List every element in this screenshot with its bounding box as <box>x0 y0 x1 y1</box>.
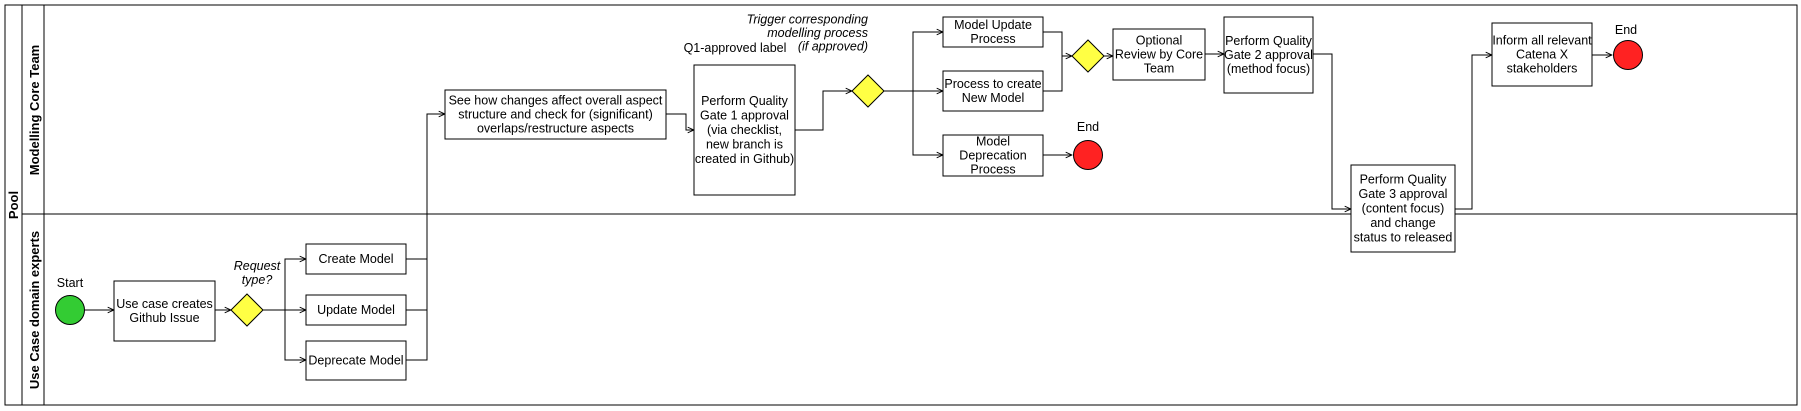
task-see-changes-box <box>444 89 667 140</box>
task-create-model-box <box>305 243 407 275</box>
task-model-update-process-box <box>942 16 1044 48</box>
edge-qg3-to-inform <box>1455 55 1492 210</box>
gateway-merge <box>1071 39 1105 73</box>
task-deprecation-process-box <box>942 134 1044 177</box>
end-event-final-label: End <box>1615 23 1637 37</box>
lane-label-use-case-domain-experts: Use Case domain experts <box>27 231 42 389</box>
edge-deprecate-to-see <box>406 259 428 361</box>
start-event <box>55 295 85 325</box>
task-update-model-label: Update Model <box>317 303 395 317</box>
task-optional-review-box <box>1112 28 1206 81</box>
task-update-model-box <box>305 294 407 326</box>
tasks <box>113 16 1593 381</box>
task-create-model-label: Create Model <box>318 252 393 266</box>
task-deprecate-model-box <box>305 340 407 381</box>
annotation-q1-label: Q1-approved label <box>684 41 787 55</box>
task-qg3-box <box>1350 164 1456 253</box>
events: Start End End <box>55 23 1643 325</box>
edge-new-model-process-to-gateway <box>1043 56 1063 92</box>
end-event-final <box>1613 40 1643 70</box>
edge-qg1-to-gateway <box>795 91 852 131</box>
end-event-deprecation-label: End <box>1077 120 1099 134</box>
task-inform-box <box>1491 22 1593 87</box>
edges <box>85 32 1612 360</box>
edge-gateway-to-deprecation-process <box>884 90 943 155</box>
task-deprecate-model-label: Deprecate Model <box>308 354 403 368</box>
end-event-deprecation <box>1073 140 1103 170</box>
edge-see-to-qg1 <box>666 113 694 130</box>
task-qg2-box <box>1223 16 1314 94</box>
start-event-label: Start <box>57 276 84 290</box>
pool-label: Pool <box>6 191 21 219</box>
edge-gateway-to-deprecate <box>263 309 306 360</box>
edge-create-to-see <box>406 114 445 260</box>
gateway-request-type <box>230 293 264 327</box>
edge-qg2-to-qg3 <box>1313 53 1351 209</box>
gateway-approval <box>851 74 885 108</box>
edge-update-process-to-gateway <box>1043 31 1072 56</box>
gateways <box>230 39 1105 327</box>
task-new-model-process-box <box>942 70 1044 112</box>
lane-label-modelling-core-team: Modelling Core Team <box>27 45 42 176</box>
task-create-issue-box <box>113 280 216 342</box>
task-qg1-box <box>693 64 796 196</box>
